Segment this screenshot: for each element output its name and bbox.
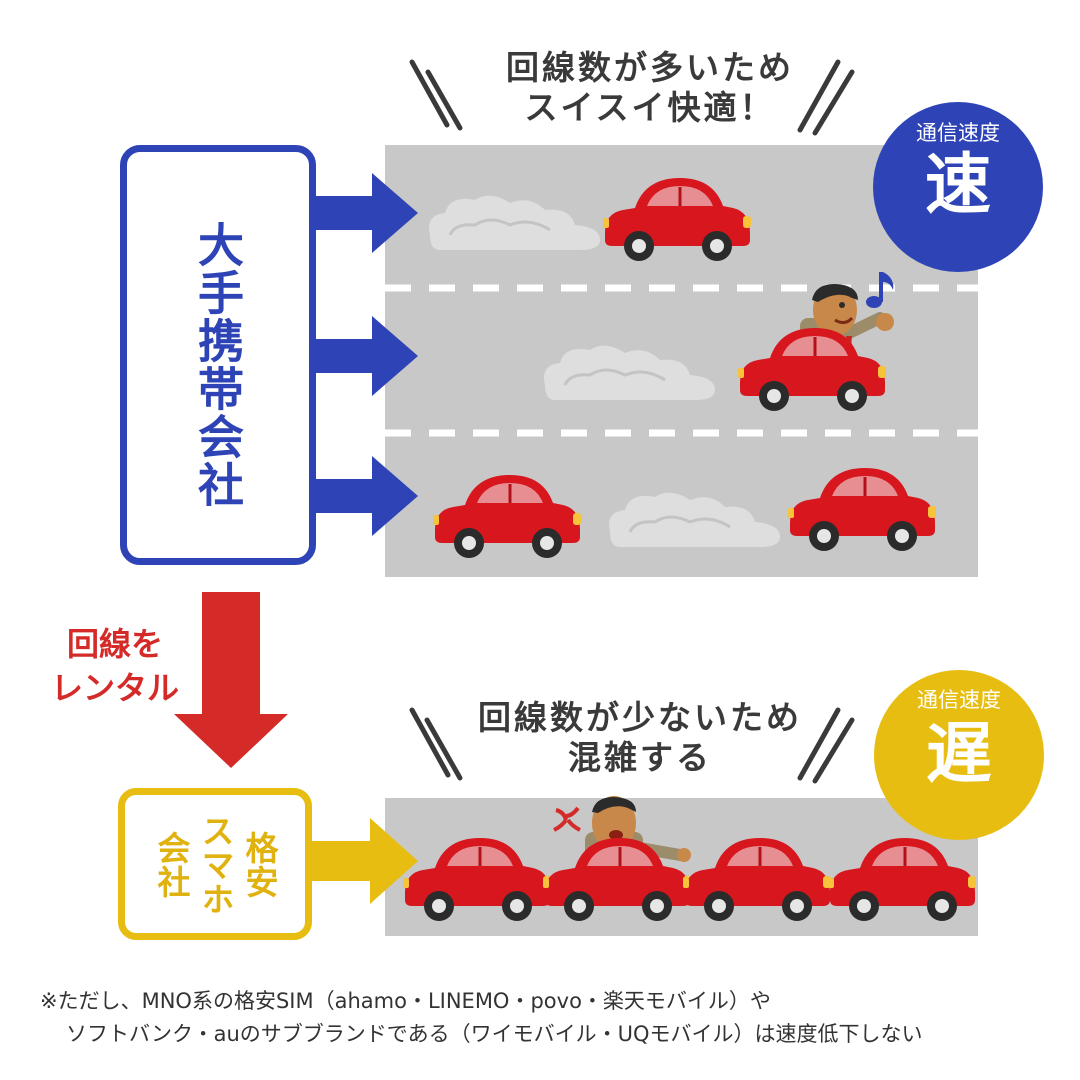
- footnote: ※ただし、MNO系の格安SIM（ahamo・LINEMO・povo・楽天モバイル…: [40, 985, 1060, 1051]
- yellow-arrow: [312, 818, 418, 904]
- footnote-line2: ソフトバンク・auのサブブランドである（ワイモバイル・UQモバイル）は速度低下し…: [66, 1022, 923, 1046]
- speed-lines-top-right: [797, 59, 855, 136]
- mvno-label-col1: 格安: [240, 831, 279, 899]
- rental-label: 回線を レンタル: [30, 622, 200, 710]
- top-caption-line1: 回線数が多いため: [506, 48, 794, 87]
- speed-badge-slow-value: 遅: [926, 715, 992, 792]
- speed-badge-fast-label: 通信速度: [916, 121, 1000, 145]
- red-down-arrow: [174, 592, 288, 768]
- bottom-caption-line1: 回線数が少ないため: [478, 698, 802, 737]
- mvno-label-col2: スマホ: [196, 814, 235, 916]
- top-caption-line2: スイスイ快適！: [524, 88, 776, 127]
- speed-badge-fast-value: 速: [925, 146, 991, 223]
- speed-lines-bottom-right: [797, 707, 855, 784]
- top-caption: 回線数が多いため スイスイ快適！: [440, 48, 860, 128]
- mvno-label: 会社 スマホ 格安: [124, 800, 306, 930]
- blue-arrow-lane-1: [316, 173, 418, 253]
- mvno-box: [118, 788, 312, 940]
- blue-arrow-lane-3: [316, 456, 418, 536]
- carrier-box: [120, 145, 316, 565]
- speed-lines-top-left: [409, 59, 463, 131]
- mvno-label-col3: 会社: [152, 831, 191, 899]
- speed-lines-bottom-left: [409, 707, 463, 781]
- speed-badge-slow: [874, 670, 1044, 840]
- rental-label-line1: 回線を: [66, 625, 163, 663]
- music-note-icon: [866, 272, 894, 308]
- rental-label-line2: レンタル: [50, 669, 179, 707]
- carrier-label: 大手携帯会社: [191, 221, 245, 509]
- footnote-line1: ※ただし、MNO系の格安SIM（ahamo・LINEMO・povo・楽天モバイル…: [40, 989, 771, 1013]
- bottom-caption: 回線数が少ないため 混雑する: [430, 698, 850, 778]
- anger-mark-icon: [553, 806, 581, 832]
- blue-arrow-lane-2: [316, 316, 418, 396]
- speed-badge-fast: [873, 102, 1043, 272]
- speed-badge-slow-label: 通信速度: [917, 688, 1001, 712]
- bottom-caption-line2: 混雑する: [568, 738, 712, 777]
